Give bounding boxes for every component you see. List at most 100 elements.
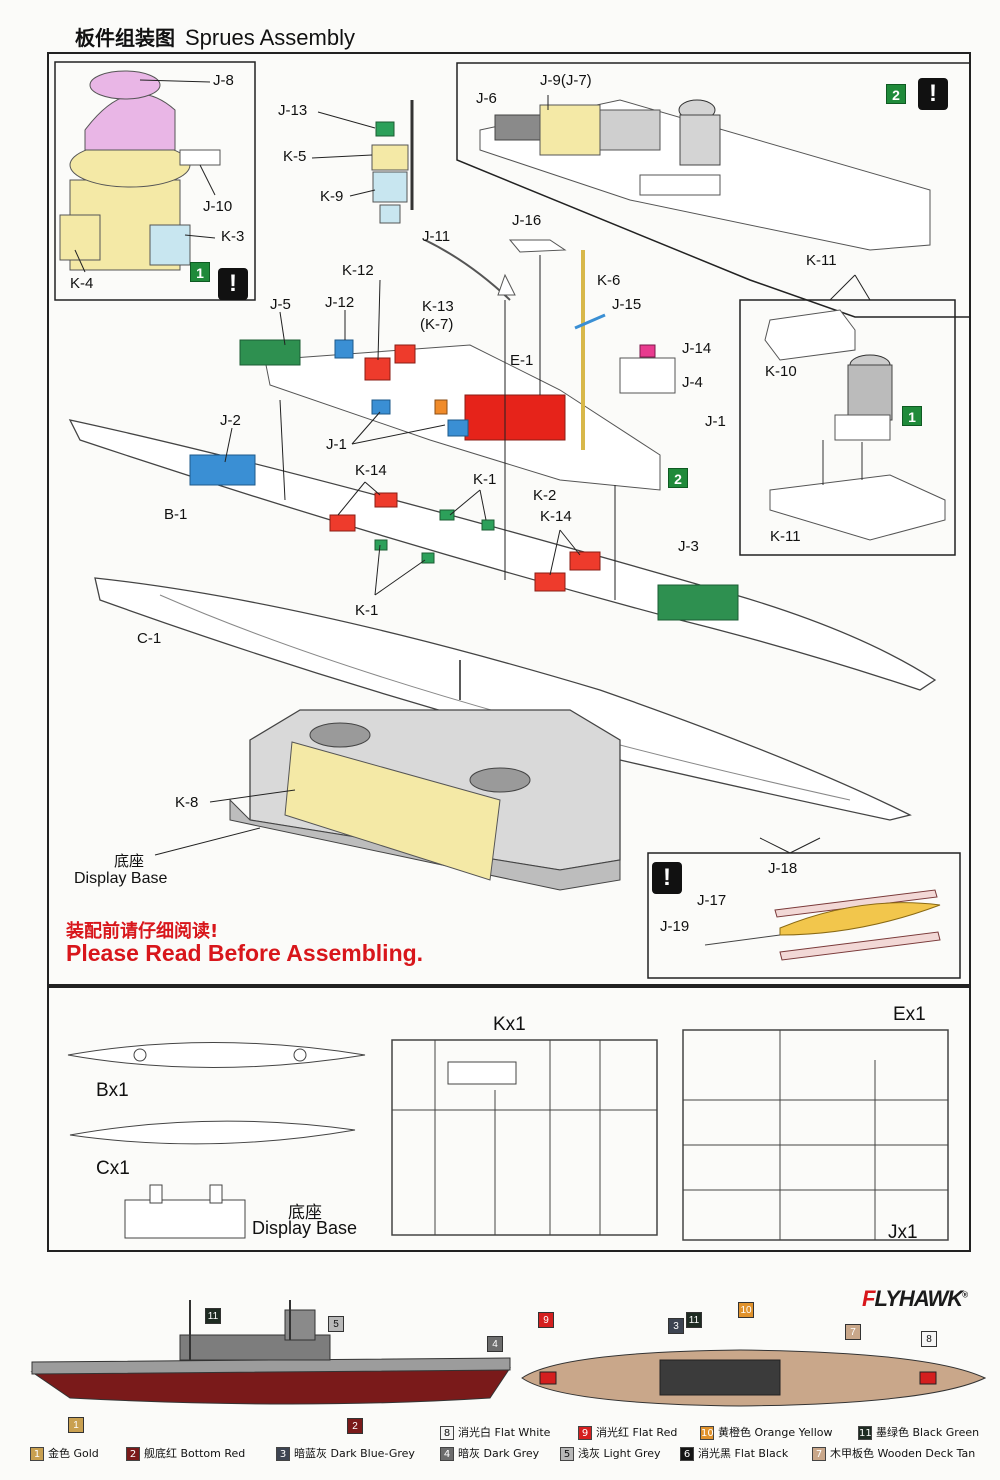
callout-8: 8 (921, 1331, 937, 1347)
step-badge-2: 2 (886, 84, 906, 104)
step-badge-1-k11: 1 (902, 406, 922, 426)
sprue-kx1 (391, 1039, 658, 1236)
chip-8: 8 (440, 1426, 454, 1440)
label-k12: K-12 (342, 262, 374, 279)
ship-topview (521, 1349, 987, 1407)
k11-assembly (764, 309, 946, 541)
label-j1-right: J-1 (705, 413, 726, 430)
sprue-label-jx1: Jx1 (888, 1222, 918, 1243)
label-j17: J-17 (697, 892, 727, 909)
label-j3: J-3 (678, 538, 699, 555)
warning-icon: ! (918, 78, 948, 110)
label-j2: J-2 (220, 412, 241, 429)
callout-3: 3 (668, 1318, 684, 1334)
paravane-assembly (704, 889, 941, 961)
chip-7: 7 (812, 1447, 826, 1461)
label-k14-top: K-14 (355, 462, 387, 479)
label-j19: J-19 (660, 918, 690, 935)
label-j11: J-11 (422, 228, 451, 245)
sprue-bx1 (67, 1042, 366, 1068)
label-j4: J-4 (682, 374, 703, 391)
superstructure-assembly (239, 239, 676, 491)
label-k4: K-4 (70, 275, 94, 292)
label-j6: J-6 (476, 90, 497, 107)
tower-assembly (59, 70, 221, 271)
label-k10: K-10 (765, 363, 797, 380)
label-k1-top: K-1 (473, 471, 497, 488)
label-j16: J-16 (512, 212, 542, 229)
chip-9: 9 (578, 1426, 592, 1440)
ship-profile (30, 1300, 511, 1405)
sprue-label-base-en: Display Base (252, 1218, 358, 1238)
sprue-jx1 (682, 1029, 949, 1241)
subframe-paravanes (647, 852, 961, 979)
warning-icon: ! (652, 862, 682, 894)
callout-7: 7 (845, 1324, 861, 1340)
label-j8: J-8 (213, 72, 234, 89)
label-j15: J-15 (612, 296, 642, 313)
sprues-frame (47, 986, 971, 1252)
label-j12: J-12 (325, 294, 355, 311)
display-base (229, 709, 621, 891)
chip-2: 2 (126, 1447, 140, 1461)
subframe-tower (54, 61, 256, 301)
sprue-label-ex1: Ex1 (893, 1004, 926, 1025)
sprue-label-base-cn: 底座 (288, 1203, 322, 1223)
callout-5: 5 (328, 1316, 344, 1332)
warning-en: Please Read Before Assembling. (66, 940, 424, 966)
chip-5: 5 (560, 1447, 574, 1461)
chip-11: 11 (858, 1426, 872, 1440)
label-base-cn: 底座 (114, 852, 145, 870)
label-j10: J-10 (203, 198, 233, 215)
label-j9: J-9(J-7) (540, 72, 592, 89)
chip-6: 6 (680, 1447, 694, 1461)
callout-11b: 11 (686, 1312, 702, 1328)
label-k11-top: K-11 (806, 252, 837, 269)
flyhawk-logo: FLYHAWK® (862, 1286, 968, 1311)
label-k14-bottom: K-14 (540, 508, 572, 525)
callout-9: 9 (538, 1312, 554, 1328)
label-c1: C-1 (137, 630, 162, 647)
chip-1: 1 (30, 1447, 44, 1461)
title-en: Sprues Assembly (185, 25, 355, 50)
sprue-base (124, 1184, 246, 1239)
step-badge-2-main: 2 (668, 468, 688, 488)
label-k6: K-6 (597, 272, 621, 289)
hull-c1 (94, 577, 912, 821)
subframe-bridge (456, 62, 971, 318)
label-k5: K-5 (283, 148, 307, 165)
label-k13: K-13 (422, 298, 454, 315)
label-j18: J-18 (768, 860, 798, 877)
label-j14: J-14 (682, 340, 712, 357)
chip-4: 4 (440, 1447, 454, 1461)
chip-10: 10 (700, 1426, 714, 1440)
label-base-en: Display Base (74, 870, 168, 887)
callout-2: 2 (347, 1418, 363, 1434)
label-k7: (K-7) (420, 316, 454, 333)
warning-icon: ! (218, 268, 248, 300)
bridge-assembly (479, 99, 931, 251)
assembly-frame (47, 52, 971, 986)
sprue-cx1 (69, 1120, 356, 1145)
leader-j8 (139, 79, 211, 83)
callout-10: 10 (738, 1302, 754, 1318)
sprue-label-bx1: Bx1 (96, 1080, 129, 1101)
sprue-label-cx1: Cx1 (96, 1158, 130, 1179)
label-e1: E-1 (510, 352, 534, 369)
label-k1-bottom: K-1 (355, 602, 379, 619)
label-k9: K-9 (320, 188, 344, 205)
mast-assembly (371, 100, 414, 224)
